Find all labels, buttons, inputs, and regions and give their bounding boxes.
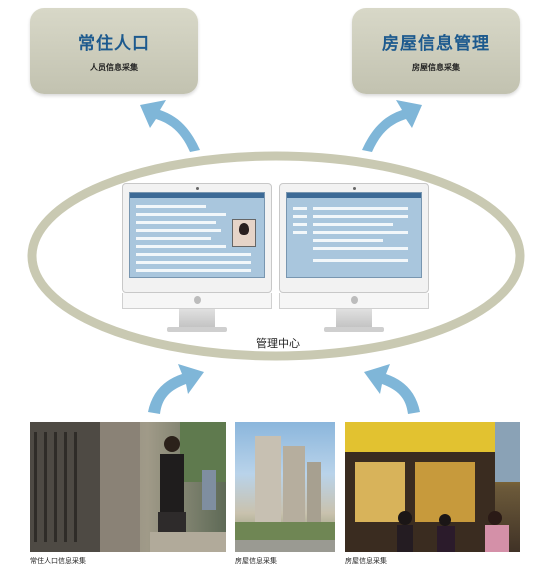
arrow-up-left [140, 100, 200, 152]
apple-logo-icon [351, 296, 358, 304]
resident-population-subtitle: 人员信息采集 [90, 63, 138, 72]
housing-management-title: 房屋信息管理 [382, 34, 490, 54]
monitor-left [122, 183, 272, 332]
apple-logo-icon [194, 296, 201, 304]
resident-population-box: 常住人口 人员信息采集 [30, 8, 198, 94]
management-ring [27, 151, 525, 361]
resident-collection-photo [30, 422, 226, 552]
arrow-bottom-left [148, 364, 204, 414]
management-center-label: 管理中心 [256, 337, 300, 350]
caption-housing: 房屋信息采集 [235, 557, 277, 565]
resident-population-title: 常住人口 [78, 34, 150, 54]
shop-collection-photo [345, 422, 520, 552]
monitor-right [279, 183, 429, 332]
arrow-up-right [362, 100, 422, 152]
housing-collection-photo [235, 422, 335, 552]
monitor-right-screen [286, 192, 422, 278]
caption-shop: 房屋信息采集 [345, 557, 387, 565]
housing-management-box: 房屋信息管理 房屋信息采集 [352, 8, 520, 94]
portrait-photo [232, 219, 256, 247]
housing-management-subtitle: 房屋信息采集 [412, 63, 460, 72]
monitor-left-screen [129, 192, 265, 278]
arrow-bottom-right [364, 364, 420, 414]
caption-resident: 常住人口信息采集 [30, 557, 86, 565]
